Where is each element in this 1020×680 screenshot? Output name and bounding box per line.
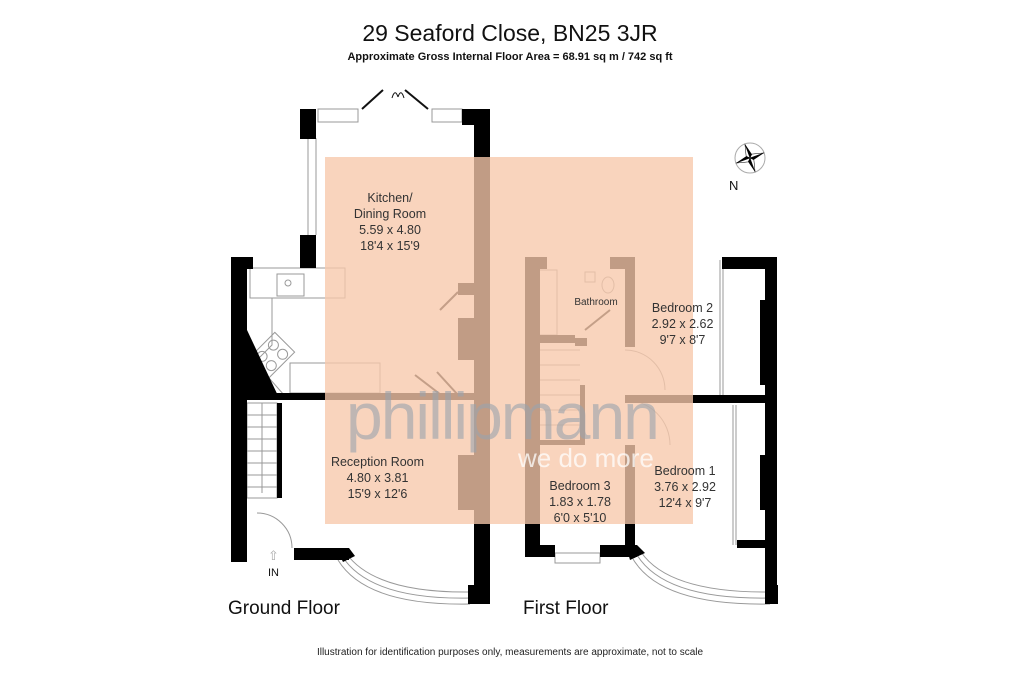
room-name: Bedroom 2 [651, 301, 714, 315]
compass-rose-icon [734, 142, 766, 174]
disclaimer-footer: Illustration for identification purposes… [316, 647, 704, 658]
room-reception: Reception Room 4.80 x 3.81 15'9 x 12'6 [320, 454, 435, 502]
room-metric: 3.76 x 2.92 [654, 480, 716, 494]
room-metric: 2.92 x 2.62 [651, 317, 714, 331]
room-metric: 5.59 x 4.80 [359, 223, 421, 237]
entrance-label: IN [268, 567, 279, 579]
room-name: Dining Room [353, 207, 427, 221]
room-metric: 4.80 x 3.81 [346, 471, 409, 485]
watermark-brand: phillipmann [346, 379, 660, 453]
room-imperial: 6'0 x 5'10 [553, 511, 607, 525]
entrance-arrow-icon: ⇧ [268, 548, 279, 563]
room-imperial: 15'9 x 12'6 [347, 487, 408, 501]
room-name: Bathroom [574, 297, 618, 308]
room-imperial: 9'7 x 8'7 [659, 333, 706, 347]
room-metric: 1.83 x 1.78 [549, 495, 611, 509]
room-kitchen-dining: Kitchen/ Dining Room 5.59 x 4.80 18'4 x … [325, 190, 455, 254]
ground-floor-label: Ground Floor [228, 598, 340, 619]
room-bedroom-2: Bedroom 2 2.92 x 2.62 9'7 x 8'7 [640, 300, 725, 348]
room-bathroom: Bathroom [566, 295, 626, 311]
compass-north-label: N [729, 178, 739, 193]
property-address-title: 29 Seaford Close, BN25 3JR [362, 20, 658, 46]
room-name: Reception Room [330, 455, 425, 469]
room-imperial: 12'4 x 9'7 [658, 496, 712, 510]
brand-overlay [325, 157, 693, 524]
room-name: Bedroom 1 [654, 464, 716, 478]
room-name: Bedroom 3 [549, 479, 611, 493]
room-imperial: 18'4 x 15'9 [360, 239, 420, 253]
room-name: Kitchen/ [367, 191, 413, 205]
watermark-tagline: we do more [518, 443, 654, 473]
first-floor-label: First Floor [523, 598, 609, 619]
room-bedroom-1: Bedroom 1 3.76 x 2.92 12'4 x 9'7 [645, 463, 725, 511]
floor-area-subtitle: Approximate Gross Internal Floor Area = … [347, 51, 673, 63]
room-bedroom-3: Bedroom 3 1.83 x 1.78 6'0 x 5'10 [540, 478, 620, 526]
